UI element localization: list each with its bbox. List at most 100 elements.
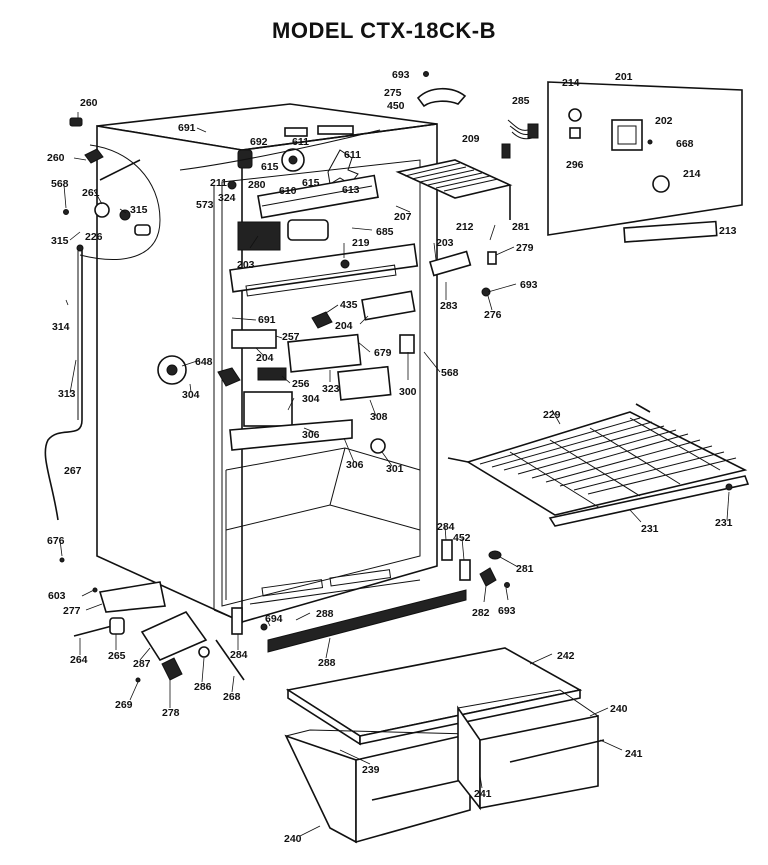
label-267: 267 [64, 465, 82, 477]
model-title: MODEL CTX-18CK-B [272, 18, 496, 43]
label-693: 693 [520, 279, 538, 291]
label-610: 610 [279, 185, 297, 197]
label-257: 257 [282, 331, 300, 343]
label-241: 241 [474, 788, 492, 800]
label-615: 615 [302, 177, 320, 189]
label-603: 603 [48, 590, 66, 602]
label-288: 288 [316, 608, 334, 620]
label-283: 283 [440, 300, 458, 312]
label-284: 284 [230, 649, 248, 661]
label-279: 279 [516, 242, 534, 254]
label-615: 615 [261, 161, 279, 173]
label-281: 281 [512, 221, 530, 233]
label-239: 239 [362, 764, 380, 776]
label-240: 240 [284, 833, 302, 845]
label-691: 691 [178, 122, 196, 134]
label-613: 613 [342, 184, 360, 196]
label-268: 268 [223, 691, 241, 703]
label-211: 211 [210, 177, 227, 189]
label-568: 568 [51, 178, 69, 190]
label-285: 285 [512, 95, 530, 107]
label-286: 286 [194, 681, 212, 693]
label-284: 284 [437, 521, 455, 533]
label-313: 313 [58, 388, 76, 400]
leader-lines [59, 112, 730, 837]
label-229: 229 [543, 409, 561, 421]
label-256: 256 [292, 378, 310, 390]
label-611: 611 [344, 149, 361, 161]
label-265: 265 [108, 650, 126, 662]
label-304: 304 [182, 389, 200, 401]
label-231: 231 [715, 517, 733, 529]
crisper-drawer-left [284, 729, 471, 844]
top-shelf [395, 159, 513, 220]
lower-parts [59, 539, 510, 683]
light-cover [623, 220, 718, 243]
label-306: 306 [302, 429, 320, 441]
label-212: 212 [456, 221, 474, 233]
label-278: 278 [162, 707, 180, 719]
part-labels: 693 275 450 285 209 214 201 202 668 296 … [47, 69, 737, 845]
label-202: 202 [655, 115, 673, 127]
label-568: 568 [441, 367, 459, 379]
label-209: 209 [462, 133, 480, 145]
label-276: 276 [484, 309, 502, 321]
label-304: 304 [302, 393, 320, 405]
control-panel [547, 81, 743, 236]
label-301: 301 [386, 463, 404, 475]
label-214: 214 [683, 168, 701, 180]
label-204: 204 [256, 352, 274, 364]
mid-parts [157, 243, 497, 454]
label-260: 260 [47, 152, 65, 164]
label-214: 214 [562, 77, 580, 89]
drain-tube [44, 244, 84, 521]
label-213: 213 [719, 225, 737, 237]
label-323: 323 [322, 383, 340, 395]
wire-harness [501, 119, 539, 159]
label-203: 203 [436, 237, 454, 249]
label-260: 260 [80, 97, 98, 109]
label-261: 261 [82, 187, 100, 199]
label-685: 685 [376, 226, 394, 238]
label-288: 288 [318, 657, 336, 669]
label-242: 242 [557, 650, 575, 662]
label-435: 435 [340, 299, 358, 311]
label-219: 219 [352, 237, 370, 249]
label-648: 648 [195, 356, 213, 368]
label-694: 694 [265, 613, 283, 625]
label-204: 204 [335, 320, 353, 332]
label-277: 277 [63, 605, 81, 617]
label-691: 691 [258, 314, 276, 326]
label-296: 296 [566, 159, 584, 171]
top-controls [179, 125, 381, 251]
label-611: 611 [292, 136, 309, 148]
label-450: 450 [387, 100, 405, 112]
freezer-shelf [447, 403, 750, 527]
label-308: 308 [370, 411, 388, 423]
crisper-drawer-right [457, 689, 605, 811]
label-240: 240 [610, 703, 628, 715]
label-226: 226 [85, 231, 103, 243]
label-201: 201 [615, 71, 633, 83]
top-bracket [416, 71, 467, 108]
label-315: 315 [51, 235, 69, 247]
label-452: 452 [453, 532, 471, 544]
label-306: 306 [346, 459, 364, 471]
label-282: 282 [472, 607, 490, 619]
label-280: 280 [248, 179, 266, 191]
label-264: 264 [70, 654, 88, 666]
label-693: 693 [498, 605, 516, 617]
label-692: 692 [250, 136, 268, 148]
label-203: 203 [237, 259, 255, 271]
label-573: 573 [196, 199, 214, 211]
label-300: 300 [399, 386, 417, 398]
label-314: 314 [52, 321, 70, 333]
valve-cluster [63, 117, 161, 260]
label-679: 679 [374, 347, 392, 359]
label-315: 315 [130, 204, 148, 216]
label-668: 668 [676, 138, 694, 150]
label-676: 676 [47, 535, 65, 547]
label-281: 281 [516, 563, 534, 575]
label-241: 241 [625, 748, 643, 760]
